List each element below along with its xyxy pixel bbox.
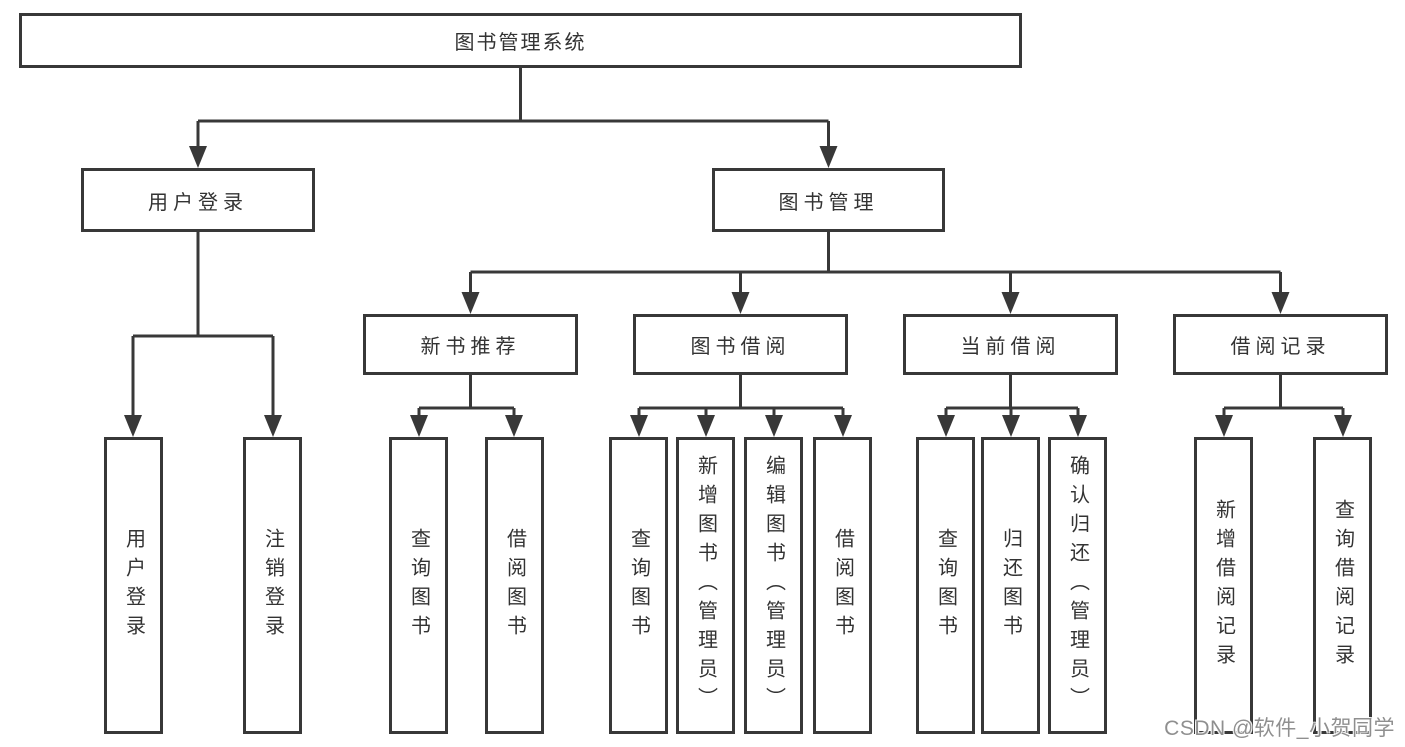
- leaf-query-borrow-record-label: 查询借阅记录: [1331, 498, 1354, 673]
- leaf-query-books-recommend: 查询图书: [389, 437, 448, 734]
- leaf-logout: 注销登录: [243, 437, 302, 734]
- leaf-add-book-admin: 新增图书（管理员）: [676, 437, 735, 734]
- node-root: 图书管理系统: [19, 13, 1022, 68]
- leaf-user-login: 用户登录: [104, 437, 163, 734]
- leaf-borrow-books-recommend-label: 借阅图书: [503, 527, 526, 644]
- node-new-book-recommend-label: 新书推荐: [420, 336, 521, 358]
- node-book-management-label: 图书管理: [778, 191, 879, 214]
- node-current-borrow: 当前借阅: [903, 314, 1118, 375]
- node-current-borrow-label: 当前借阅: [960, 336, 1061, 358]
- leaf-borrow-books: 借阅图书: [813, 437, 872, 734]
- leaf-query-books-current: 查询图书: [916, 437, 975, 734]
- leaf-borrow-books-label: 借阅图书: [831, 527, 854, 644]
- leaf-confirm-return-admin-label: 确认归还（管理员）: [1066, 455, 1089, 716]
- leaf-query-books-current-label: 查询图书: [934, 527, 957, 644]
- leaf-logout-label: 注销登录: [261, 527, 284, 644]
- node-borrow-records: 借阅记录: [1173, 314, 1388, 375]
- leaf-query-borrow-record: 查询借阅记录: [1313, 437, 1372, 734]
- node-book-borrow: 图书借阅: [633, 314, 848, 375]
- leaf-return-book: 归还图书: [981, 437, 1040, 734]
- leaf-query-books-borrow: 查询图书: [609, 437, 668, 734]
- node-user-login-label: 用户登录: [148, 191, 248, 214]
- leaf-add-borrow-record-label: 新增借阅记录: [1212, 498, 1235, 673]
- node-new-book-recommend: 新书推荐: [363, 314, 578, 375]
- leaf-confirm-return-admin: 确认归还（管理员）: [1048, 437, 1107, 734]
- leaf-edit-book-admin-label: 编辑图书（管理员）: [762, 455, 785, 716]
- node-user-login: 用户登录: [81, 168, 315, 232]
- leaf-return-book-label: 归还图书: [999, 527, 1022, 644]
- leaf-user-login-label: 用户登录: [122, 527, 145, 644]
- node-borrow-records-label: 借阅记录: [1230, 336, 1331, 358]
- leaf-borrow-books-recommend: 借阅图书: [485, 437, 544, 734]
- leaf-query-books-recommend-label: 查询图书: [407, 527, 430, 644]
- leaf-add-book-admin-label: 新增图书（管理员）: [694, 455, 717, 716]
- leaf-query-books-borrow-label: 查询图书: [627, 527, 650, 644]
- leaf-edit-book-admin: 编辑图书（管理员）: [744, 437, 803, 734]
- leaf-add-borrow-record: 新增借阅记录: [1194, 437, 1253, 734]
- csdn-watermark: CSDN @软件_小贺同学: [1164, 717, 1395, 740]
- node-root-label: 图书管理系统: [454, 32, 587, 54]
- node-book-borrow-label: 图书借阅: [690, 336, 791, 358]
- node-book-management: 图书管理: [712, 168, 945, 232]
